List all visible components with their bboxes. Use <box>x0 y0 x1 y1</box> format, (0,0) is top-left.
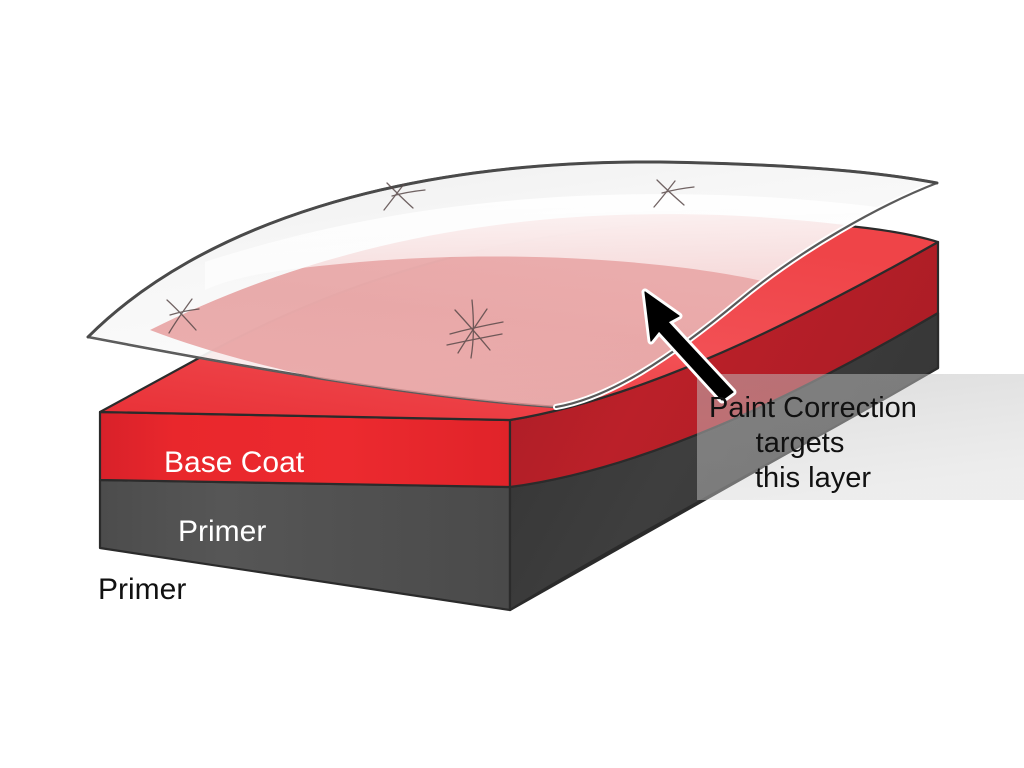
clear-coat-sheet <box>86 160 940 410</box>
primer-outside-label: Primer <box>98 573 186 606</box>
scratch-group <box>166 179 695 359</box>
base-coat-front-face <box>98 410 512 489</box>
scratch-mark <box>166 298 200 334</box>
scratch-mark <box>446 299 504 359</box>
scratch-mark <box>653 179 695 208</box>
clear-coat-top-arc <box>86 160 939 339</box>
annotation-backdrop <box>697 374 1024 500</box>
clear-coat-highlight-band <box>205 194 937 290</box>
scratch-mark <box>383 182 426 211</box>
annotation-line-3: this layer <box>755 462 871 494</box>
clear-coat-rim-line <box>554 181 939 409</box>
base-coat-label: Base Coat <box>164 446 305 479</box>
arrow-body <box>644 291 734 401</box>
annotation-line-1: Paint Correction <box>709 392 917 424</box>
primer-inside-label: Primer <box>178 515 266 548</box>
annotation-line-2: targets <box>756 427 845 459</box>
annotation-arrow <box>641 288 737 404</box>
